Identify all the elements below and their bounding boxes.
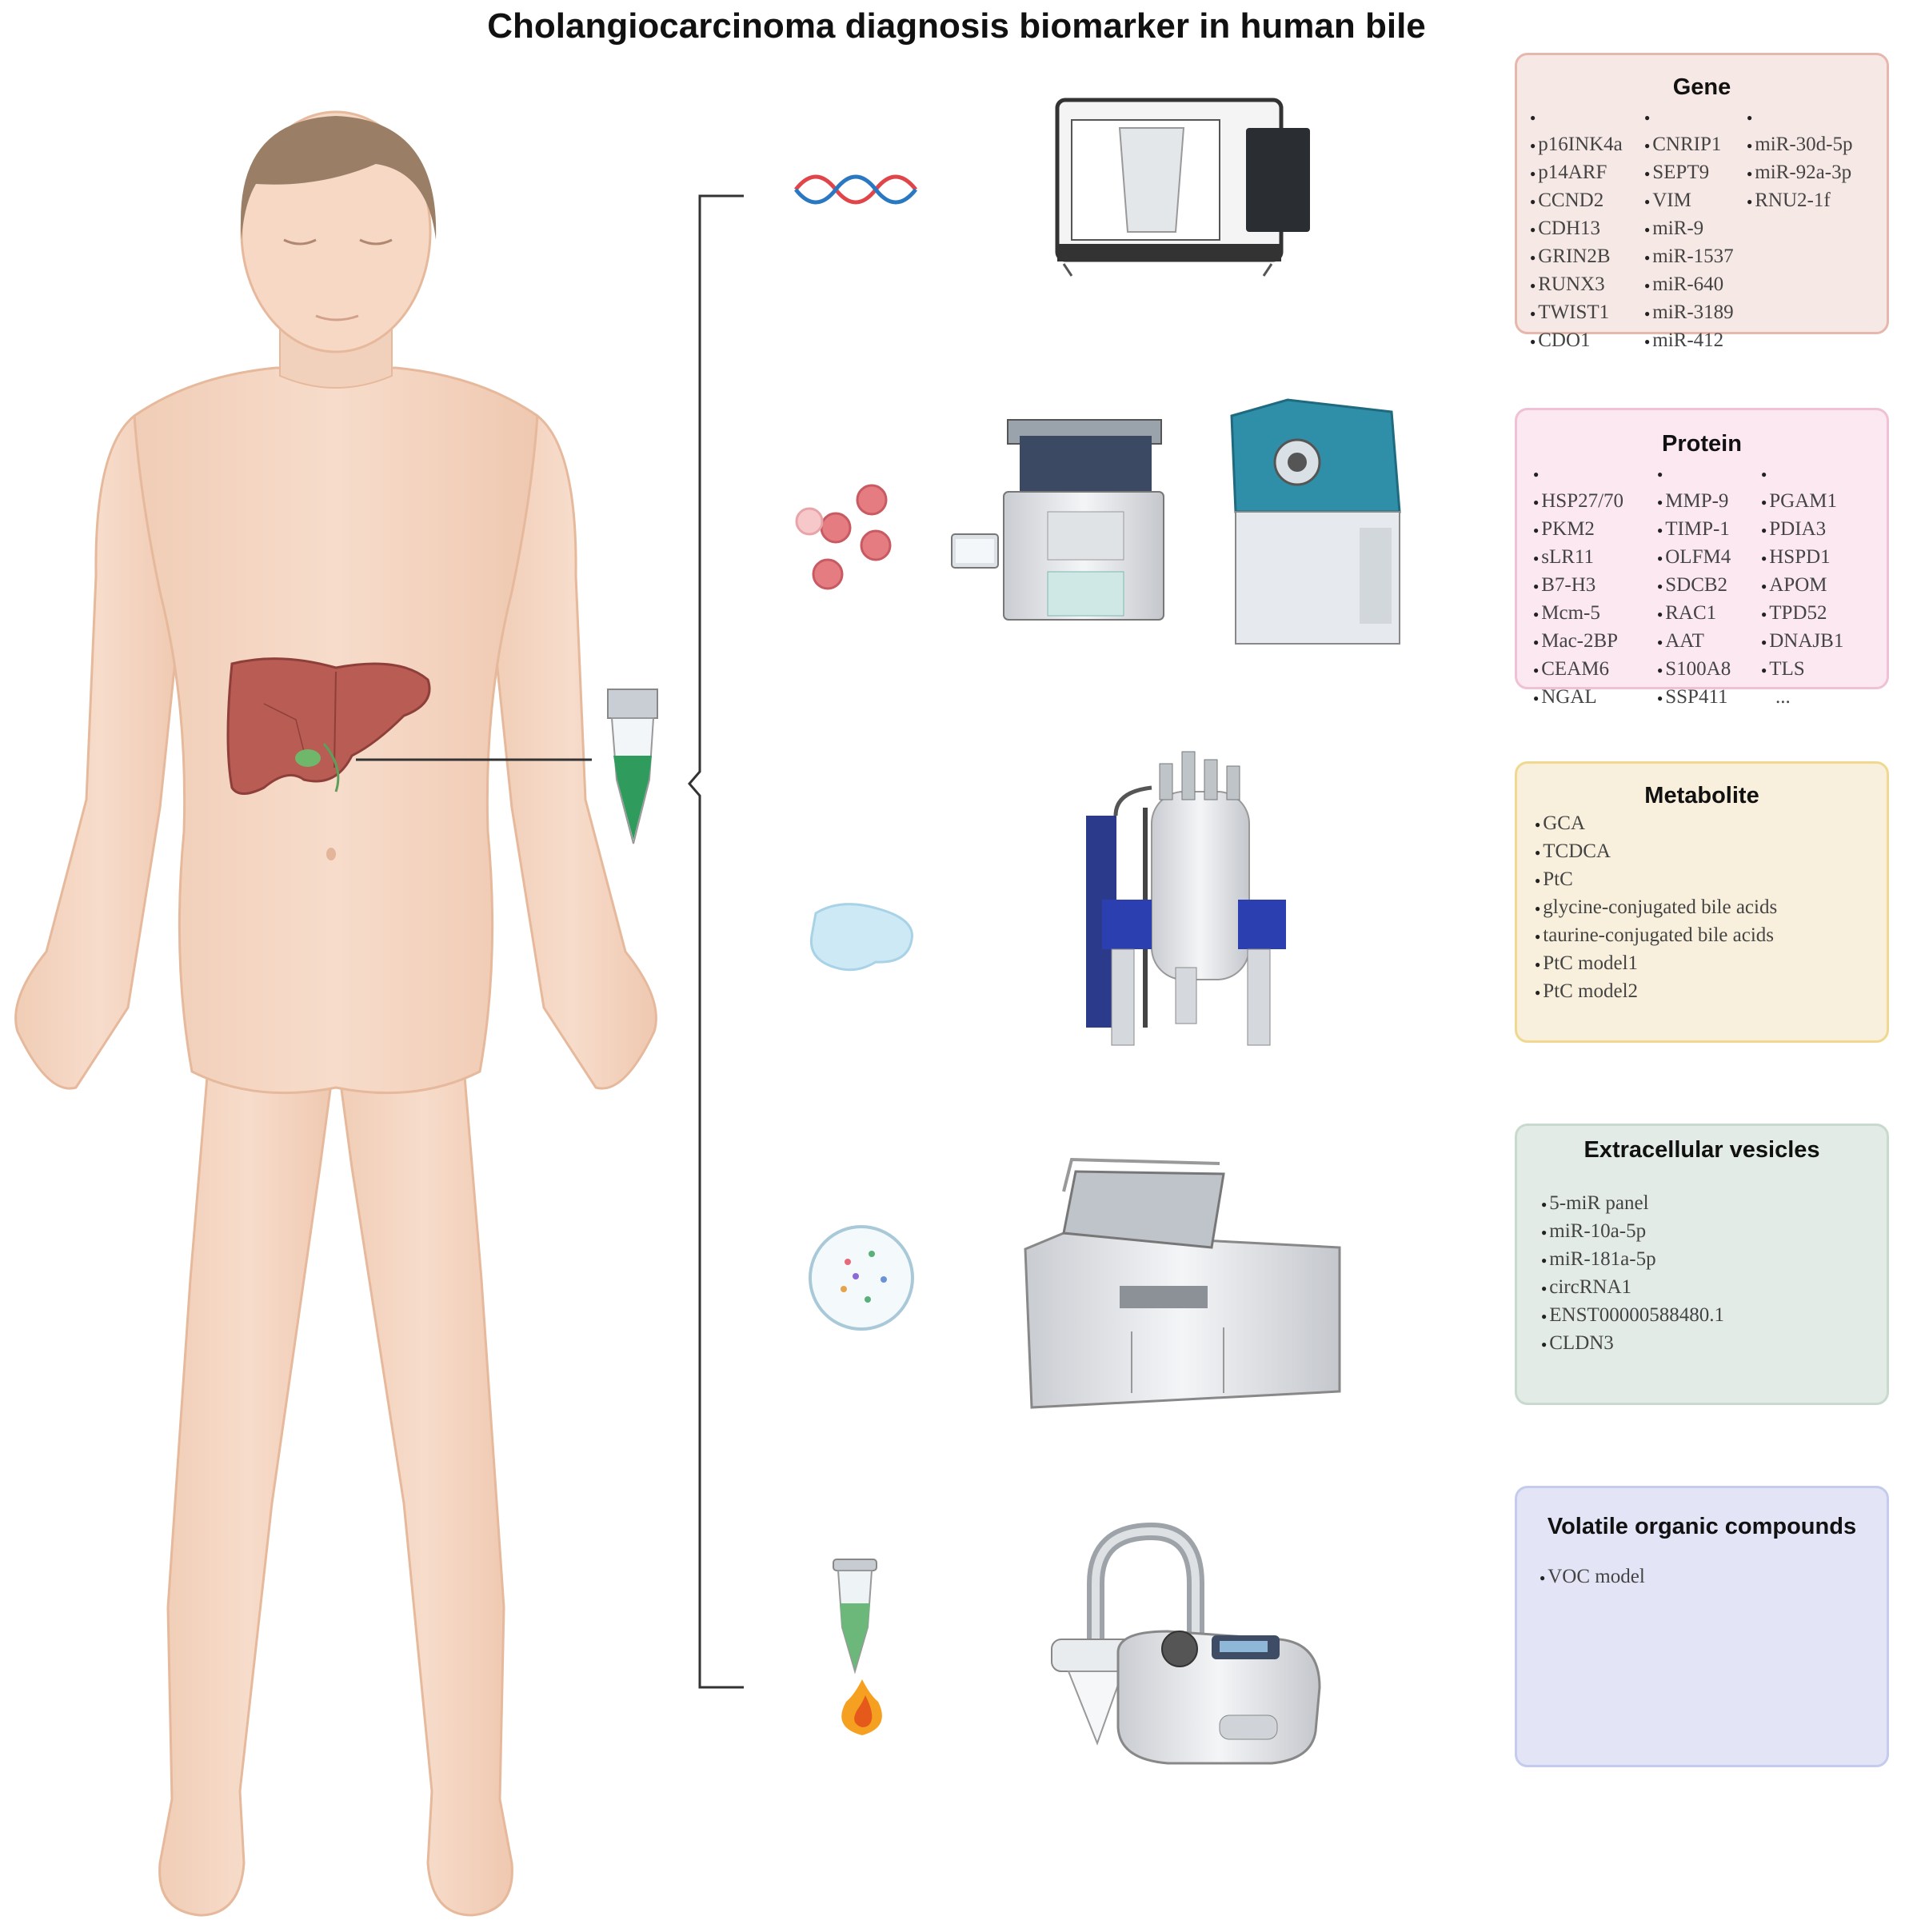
biomarker-item: Mac-2BP	[1533, 628, 1657, 656]
biomarker-item: CLDN3	[1541, 1330, 1879, 1358]
metabolite-panel-title: Metabolite	[1644, 783, 1759, 808]
metabolite-panel: Metabolite GCATCDCAPtCglycine-conjugated…	[1515, 761, 1889, 1043]
biomarker-item: VIM	[1644, 187, 1747, 215]
metabolite-blob-icon	[809, 903, 913, 972]
gene-col-3: miR-30d-5pmiR-92a-3pRNU2-1f	[1747, 103, 1867, 355]
volatile-organic-compounds-list: VOC model	[1540, 1563, 1879, 1591]
biomarker-item: HSPD1	[1761, 544, 1881, 572]
protein-list: HSP27/70PKM2sLR11B7-H3Mcm-5Mac-2BPCEAM6N…	[1533, 460, 1879, 712]
sequencer-icon	[1055, 98, 1310, 277]
biomarker-item: sLR11	[1533, 544, 1657, 572]
biomarker-item: CDH13	[1530, 215, 1644, 243]
biomarker-item: miR-3189	[1644, 299, 1747, 327]
heated-tube-icon	[833, 1559, 882, 1735]
electronic-nose-icon	[1051, 1522, 1321, 1765]
biomarker-item: CCND2	[1530, 187, 1644, 215]
biomarker-item: p14ARF	[1530, 159, 1644, 187]
biomarker-item: miR-10a-5p	[1541, 1218, 1879, 1246]
protein-col-2: MMP-9TIMP-1OLFM4SDCB2RAC1AATS100A8SSP411	[1657, 460, 1761, 712]
centrifuge-icon	[1024, 1157, 1341, 1409]
biomarker-item: CEAM6	[1533, 656, 1657, 684]
biomarker-item: PtC model1	[1535, 950, 1879, 978]
gene-col-2: CNRIP1SEPT9VIMmiR-9miR-1537miR-640miR-31…	[1644, 103, 1747, 355]
bile-tube-icon	[607, 689, 658, 844]
mass-spec-icon	[1230, 398, 1401, 645]
protein-col-1: HSP27/70PKM2sLR11B7-H3Mcm-5Mac-2BPCEAM6N…	[1533, 460, 1657, 712]
biomarker-item: AAT	[1657, 628, 1761, 656]
biomarker-item: 5-miR panel	[1541, 1190, 1879, 1218]
protein-dots-icon	[795, 484, 892, 590]
biomarker-item: PGAM1	[1761, 488, 1881, 516]
biomarker-item: S100A8	[1657, 656, 1761, 684]
gene-list: p16INK4ap14ARFCCND2CDH13GRIN2BRUNX3TWIST…	[1530, 103, 1879, 355]
biomarker-item: MMP-9	[1657, 488, 1761, 516]
biomarker-item: TCDCA	[1535, 838, 1879, 866]
biomarker-item: APOM	[1761, 572, 1881, 600]
vesicle-dish-icon	[809, 1225, 914, 1331]
biomarker-item: RAC1	[1657, 600, 1761, 628]
human-body-icon	[14, 110, 657, 1917]
biomarker-item: HSP27/70	[1533, 488, 1657, 516]
biomarker-item: GRIN2B	[1530, 243, 1644, 271]
bracket	[688, 194, 744, 1689]
liver-icon	[226, 657, 431, 795]
biomarker-item: CNRIP1	[1644, 131, 1747, 159]
biomarker-item: p16INK4a	[1530, 131, 1644, 159]
biomarker-item: RUNX3	[1530, 271, 1644, 299]
biomarker-item: miR-1537	[1644, 243, 1747, 271]
extracellular-vesicles-panel-title: Extracellular vesicles	[1584, 1137, 1820, 1163]
biomarker-item: miR-30d-5p	[1747, 131, 1867, 159]
biomarker-item: ENST00000588480.1	[1541, 1302, 1879, 1330]
biomarker-item: miR-181a-5p	[1541, 1246, 1879, 1274]
biomarker-item: miR-9	[1644, 215, 1747, 243]
biomarker-item: SSP411	[1657, 684, 1761, 712]
gene-col-1: p16INK4ap14ARFCCND2CDH13GRIN2BRUNX3TWIST…	[1530, 103, 1644, 355]
biomarker-item: CDO1	[1530, 327, 1644, 355]
biomarker-item: PtC	[1535, 866, 1879, 894]
volatile-organic-compounds-panel-title: Volatile organic compounds	[1547, 1514, 1857, 1539]
protein-col-3: PGAM1PDIA3HSPD1APOMTPD52DNAJB1TLS...	[1761, 460, 1881, 712]
biomarker-item: circRNA1	[1541, 1274, 1879, 1302]
biomarker-item: miR-92a-3p	[1747, 159, 1867, 187]
biomarker-item: miR-412	[1644, 327, 1747, 355]
biomarker-item: B7-H3	[1533, 572, 1657, 600]
gene-panel: Gene p16INK4ap14ARFCCND2CDH13GRIN2BRUNX3…	[1515, 53, 1889, 351]
biomarker-item: PDIA3	[1761, 516, 1881, 544]
nmr-spectrometer-icon	[1086, 751, 1286, 1046]
biomarker-item: TPD52	[1761, 600, 1881, 628]
biomarker-item: PtC model2	[1535, 978, 1879, 1006]
biomarker-item: Mcm-5	[1533, 600, 1657, 628]
biomarker-item: RNU2-1f	[1747, 187, 1867, 215]
volatile-organic-compounds-panel: Volatile organic compounds VOC model	[1515, 1486, 1889, 1767]
protein-panel-title: Protein	[1662, 431, 1742, 457]
lc-instrument-icon	[951, 419, 1164, 621]
biomarker-more: ...	[1775, 686, 1791, 709]
biomarker-item: glycine-conjugated bile acids	[1535, 894, 1879, 922]
extracellular-vesicles-panel: Extracellular vesicles 5-miR panelmiR-10…	[1515, 1124, 1889, 1405]
biomarker-item: miR-640	[1644, 271, 1747, 299]
biomarker-item: TWIST1	[1530, 299, 1644, 327]
gene-panel-title: Gene	[1672, 74, 1731, 100]
biomarker-item: TIMP-1	[1657, 516, 1761, 544]
biomarker-item: GCA	[1535, 810, 1879, 838]
biomarker-item: TLS	[1761, 656, 1881, 684]
biomarker-item: SDCB2	[1657, 572, 1761, 600]
biomarker-item: SEPT9	[1644, 159, 1747, 187]
biomarker-item: PKM2	[1533, 516, 1657, 544]
protein-panel: Protein HSP27/70PKM2sLR11B7-H3Mcm-5Mac-2…	[1515, 408, 1889, 708]
biomarker-item: taurine-conjugated bile acids	[1535, 922, 1879, 950]
biomarker-item: OLFM4	[1657, 544, 1761, 572]
figure-title: Cholangiocarcinoma diagnosis biomarker i…	[487, 6, 1426, 46]
biomarker-item: NGAL	[1533, 684, 1657, 712]
dna-icon	[794, 174, 917, 205]
extracellular-vesicles-list: 5-miR panelmiR-10a-5pmiR-181a-5pcircRNA1…	[1541, 1190, 1879, 1358]
biomarker-item: DNAJB1	[1761, 628, 1881, 656]
metabolite-list: GCATCDCAPtCglycine-conjugated bile acids…	[1535, 810, 1879, 1006]
biomarker-item: VOC model	[1540, 1563, 1879, 1591]
